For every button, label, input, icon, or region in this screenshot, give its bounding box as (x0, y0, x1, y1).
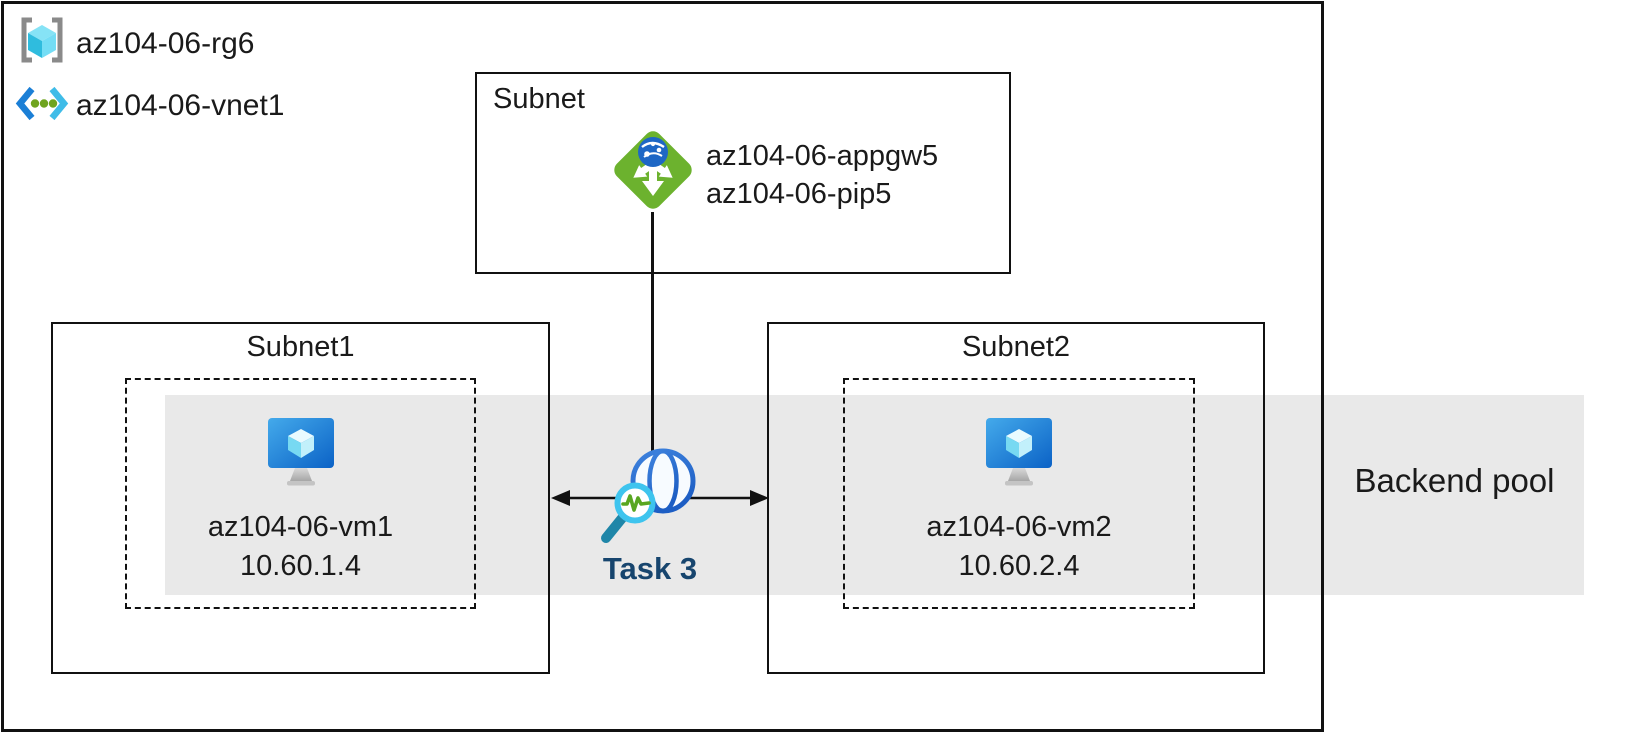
virtual-network-label: az104-06-vnet1 (76, 89, 285, 122)
virtual-network-icon (15, 86, 69, 121)
subnet2-title: Subnet2 (961, 331, 1071, 363)
network-watcher-icon (601, 448, 696, 543)
backend-pool-band (165, 395, 1584, 595)
subnet1-box (51, 322, 550, 674)
gateway-to-watcher-connector (651, 212, 654, 452)
task-label: Task 3 (602, 551, 698, 586)
gateway-subnet-box (475, 72, 1011, 274)
subnet1-title: Subnet1 (246, 331, 355, 363)
subnet2-vm-group (843, 378, 1195, 609)
vnet-boundary-box (1, 1, 1324, 732)
gateway-subnet-title: Subnet (493, 83, 585, 115)
backend-pool-label: Backend pool (1354, 462, 1555, 499)
application-gateway-icon (614, 131, 692, 209)
application-gateway-name: az104-06-appgw5 (706, 140, 939, 172)
vm1-ip: 10.60.1.4 (240, 550, 361, 582)
virtual-machine-icon (986, 418, 1052, 486)
vm2-name: az104-06-vm2 (926, 511, 1112, 543)
resource-group-label: az104-06-rg6 (76, 27, 255, 60)
virtual-machine-icon (268, 418, 334, 486)
public-ip-name: az104-06-pip5 (706, 178, 892, 210)
subnet1-vm-group (125, 378, 476, 609)
vm1-name: az104-06-vm1 (207, 511, 394, 543)
resource-group-icon (21, 17, 63, 63)
vm2-ip: 10.60.2.4 (958, 550, 1080, 582)
